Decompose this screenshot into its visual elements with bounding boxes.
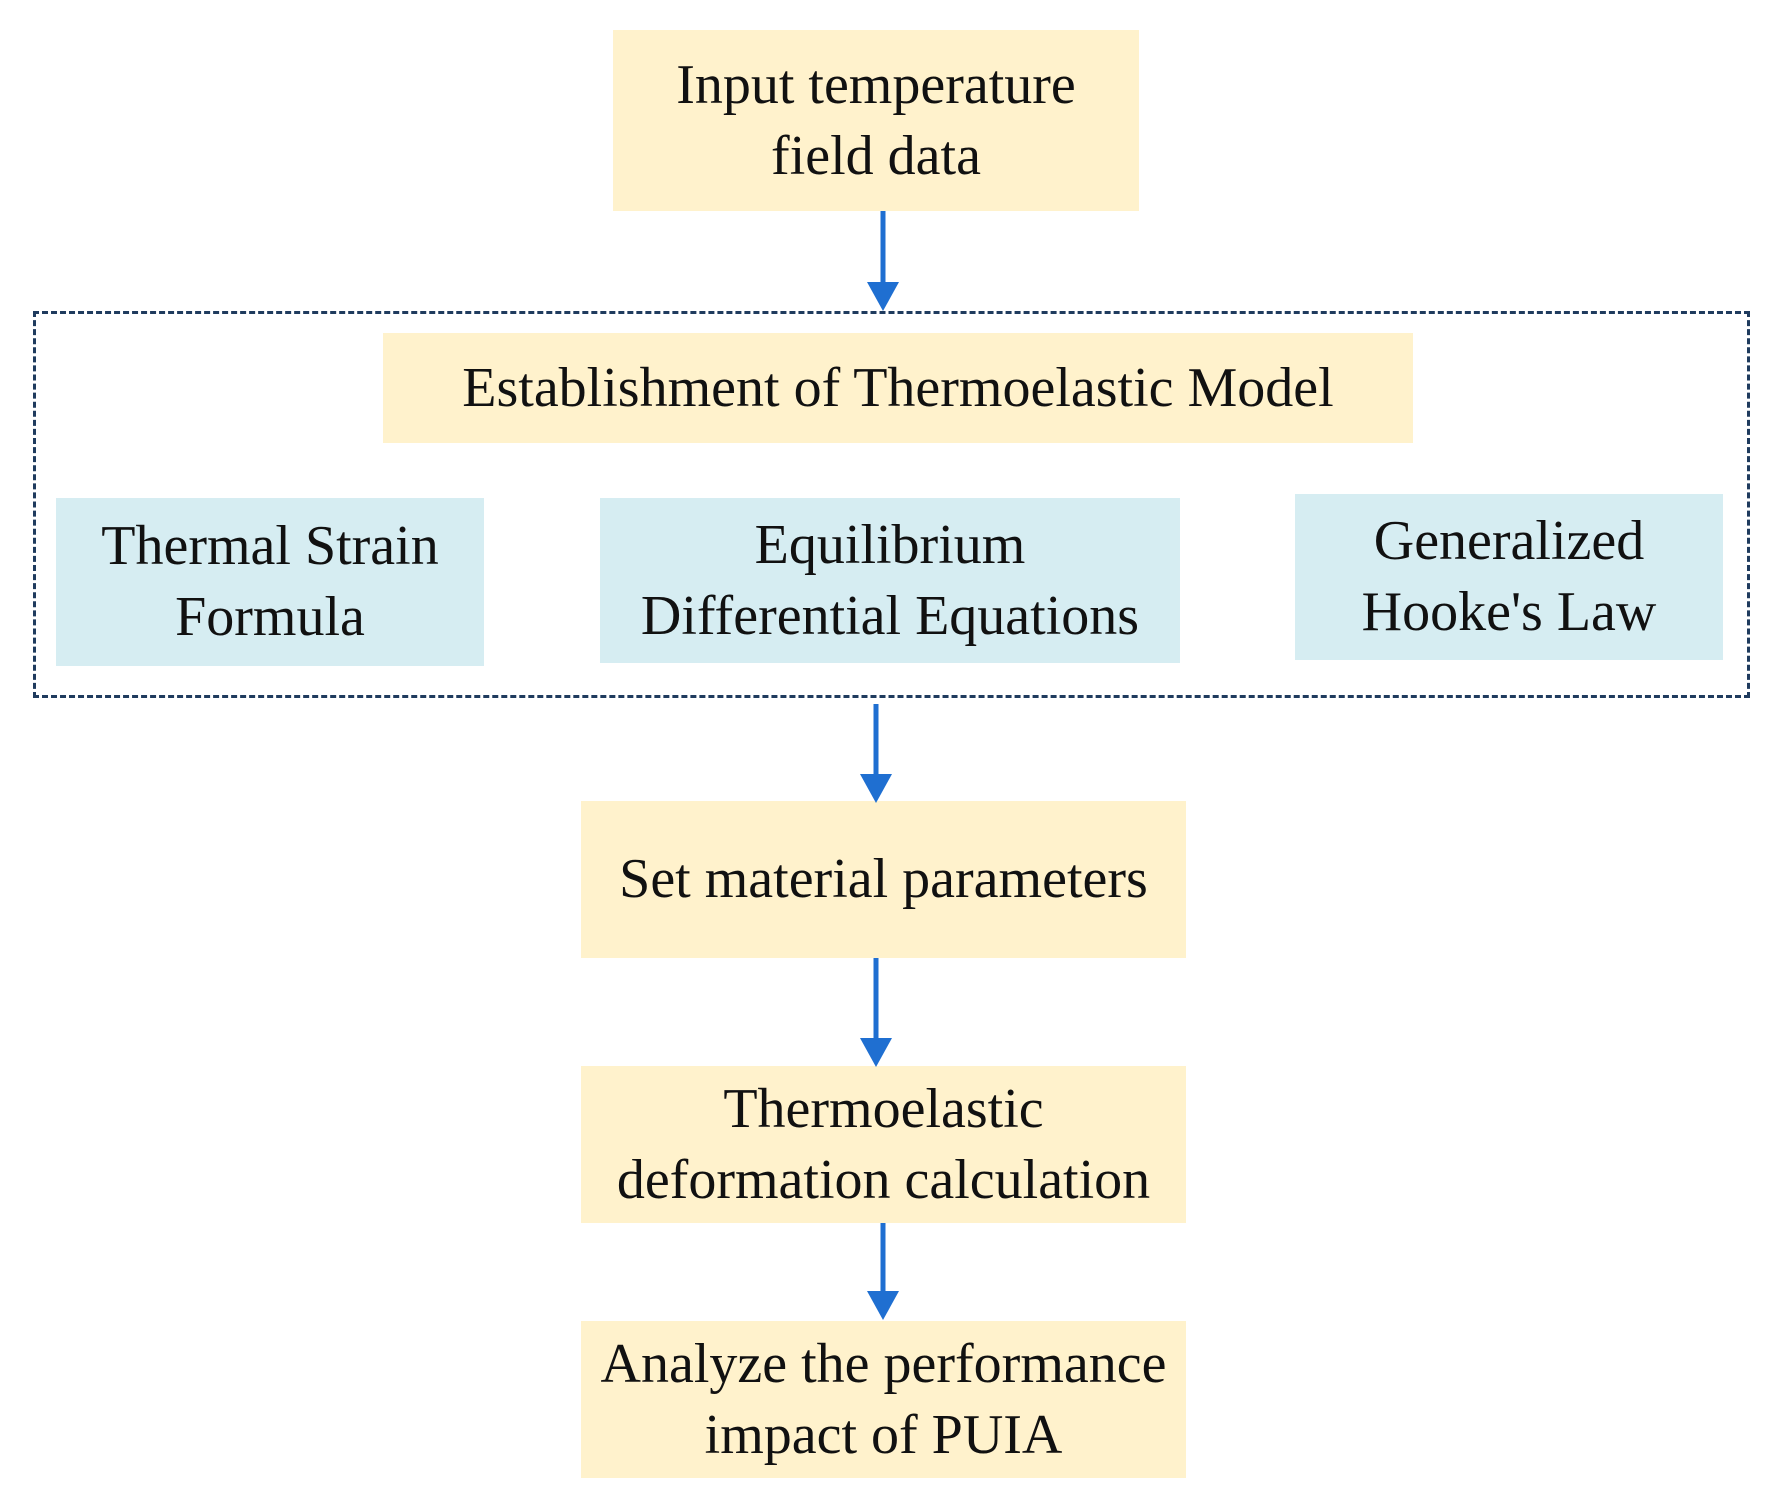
arrow-model-to-material: [860, 704, 892, 803]
hooke-law-line-1: Generalized: [1373, 510, 1645, 572]
input-temperature-node: Input temperature field data: [613, 30, 1139, 211]
equilibrium-node: Equilibrium Differential Equations: [600, 498, 1180, 663]
material-parameters-label: Set material parameters: [619, 848, 1148, 910]
analyze-performance-node: Analyze the performance impact of PUIA: [581, 1321, 1186, 1478]
analyze-performance-line-1: Analyze the performance: [600, 1332, 1167, 1395]
equilibrium-line-1: Equilibrium: [754, 513, 1026, 576]
thermoelastic-model-title: Establishment of Thermoelastic Model: [462, 356, 1334, 419]
input-temperature-line-1: Input temperature: [676, 53, 1076, 116]
thermoelastic-model-group: [33, 311, 1750, 698]
analyze-performance-line-2: impact of PUIA: [704, 1403, 1063, 1466]
arrow-input-to-model: [867, 211, 899, 311]
deformation-calculation-node: Thermoelastic deformation calculation: [581, 1066, 1186, 1223]
deformation-calculation-line-1: Thermoelastic: [723, 1077, 1044, 1140]
thermal-strain-line-2: Formula: [175, 586, 365, 648]
arrow-deformation-to-analyze: [867, 1223, 899, 1320]
deformation-calculation-line-2: deformation calculation: [616, 1148, 1151, 1211]
equilibrium-line-2: Differential Equations: [640, 584, 1140, 647]
arrow-material-to-deformation: [860, 958, 892, 1067]
hooke-law-node: Generalized Hooke's Law: [1295, 494, 1723, 660]
material-parameters-node: Set material parameters: [581, 801, 1186, 958]
thermoelastic-model-title-node: Establishment of Thermoelastic Model: [383, 333, 1413, 443]
thermal-strain-line-1: Thermal Strain: [101, 515, 439, 577]
input-temperature-line-2: field data: [771, 124, 981, 187]
hooke-law-line-2: Hooke's Law: [1361, 581, 1657, 643]
thermal-strain-node: Thermal Strain Formula: [56, 498, 484, 666]
